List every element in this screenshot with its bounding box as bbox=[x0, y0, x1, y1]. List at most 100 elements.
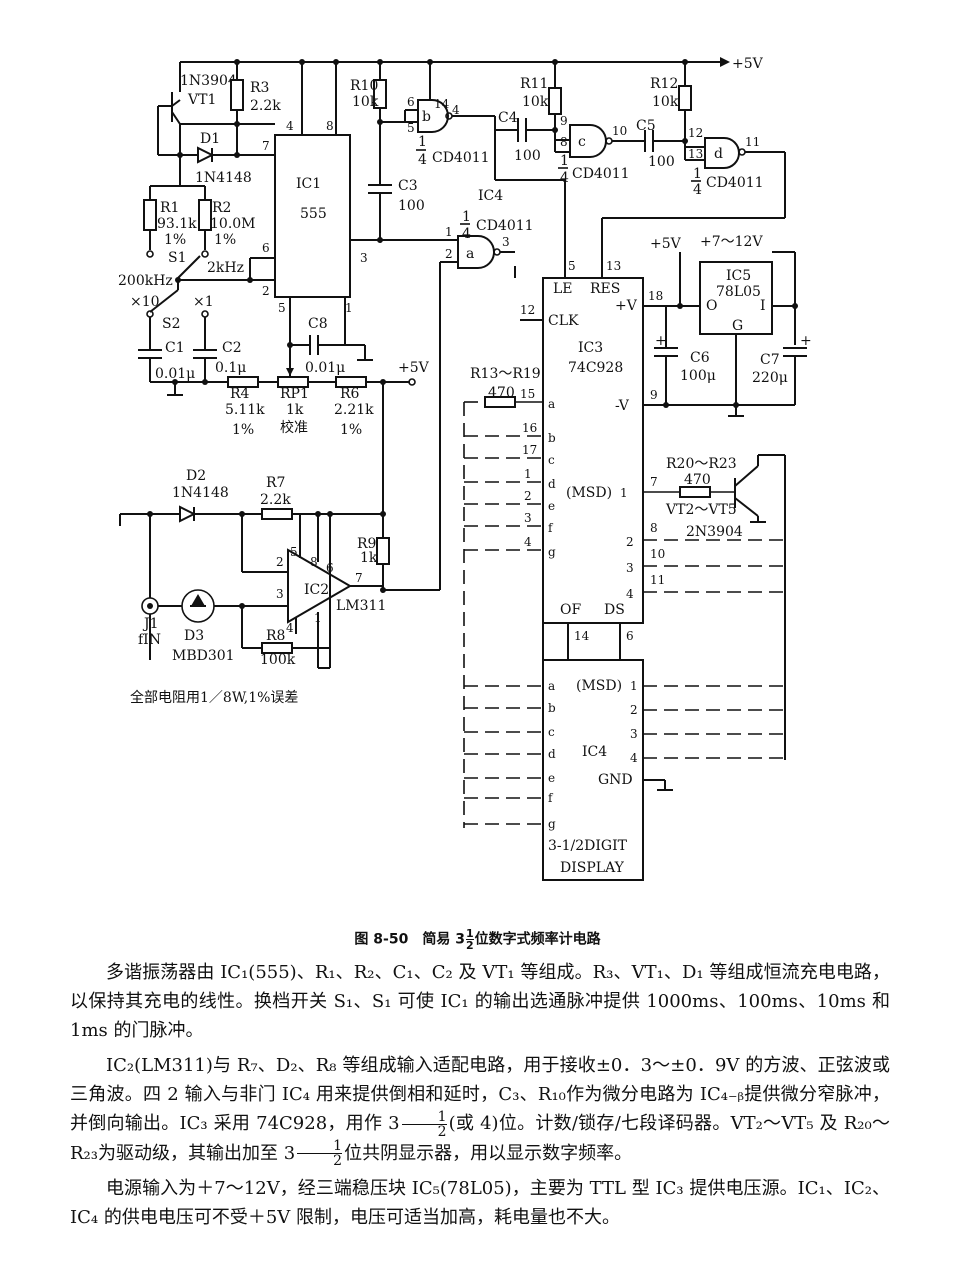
svg-text:13: 13 bbox=[606, 259, 621, 273]
r13-label: R13～R19 bbox=[470, 366, 541, 382]
r6-value: 2.21k bbox=[334, 402, 374, 418]
d2-label: D2 bbox=[186, 468, 206, 484]
paragraph-3: 电源输入为＋7～12V，经三端稳压块 IC₅(78L05)，主要为 TTL 型 … bbox=[70, 1178, 890, 1228]
svg-text:(MSD): (MSD) bbox=[576, 678, 622, 694]
c8-capacitor: C8 0.01μ bbox=[287, 316, 373, 382]
r8-label: R8 bbox=[266, 628, 285, 644]
svg-text:G: G bbox=[732, 318, 743, 334]
svg-text:e: e bbox=[548, 499, 555, 513]
svg-text:a: a bbox=[466, 246, 474, 262]
svg-text:CD4011: CD4011 bbox=[432, 150, 490, 166]
svg-text:+V: +V bbox=[615, 298, 638, 314]
svg-text:4: 4 bbox=[452, 103, 460, 117]
ic1-type: 555 bbox=[300, 206, 327, 222]
svg-text:g: g bbox=[548, 545, 556, 559]
ic3-74c928: LE RES CLK +V -V IC3 74C928 (MSD) OF DS … bbox=[520, 259, 740, 660]
svg-text:4: 4 bbox=[626, 587, 634, 601]
svg-text:1: 1 bbox=[524, 467, 532, 481]
ic5-name: IC5 bbox=[726, 268, 751, 284]
r10-label: R10 bbox=[350, 78, 378, 94]
svg-text:3-1/2DIGIT: 3-1/2DIGIT bbox=[548, 838, 628, 854]
svg-text:6: 6 bbox=[626, 629, 634, 643]
svg-text:f: f bbox=[548, 791, 554, 805]
r2-value: 10.0M bbox=[210, 216, 256, 232]
svg-text:d: d bbox=[548, 477, 556, 491]
svg-text:1: 1 bbox=[445, 225, 453, 239]
ic3-name: IC3 bbox=[578, 340, 603, 356]
r2-label: R2 bbox=[212, 200, 231, 216]
ic4-name: IC4 bbox=[478, 188, 503, 204]
svg-text:2: 2 bbox=[276, 555, 284, 569]
svg-text:2: 2 bbox=[524, 489, 532, 503]
svg-text:LE: LE bbox=[553, 281, 573, 297]
c8-value: 0.01μ bbox=[305, 360, 345, 376]
svg-text:8: 8 bbox=[560, 135, 568, 149]
r1-label: R1 bbox=[160, 200, 179, 216]
c1-label: C1 bbox=[165, 340, 185, 356]
svg-text:5: 5 bbox=[407, 121, 415, 135]
svg-text:10: 10 bbox=[650, 547, 665, 561]
svg-text:d: d bbox=[548, 747, 556, 761]
svg-text:d: d bbox=[714, 146, 723, 162]
svg-text:2: 2 bbox=[445, 247, 453, 261]
r4-label: R4 bbox=[230, 386, 250, 402]
c2-value: 0.1μ bbox=[215, 360, 246, 376]
svg-text:4: 4 bbox=[418, 152, 427, 168]
svg-text:g: g bbox=[548, 817, 556, 831]
svg-text:6: 6 bbox=[326, 561, 334, 575]
c1-value: 0.01μ bbox=[155, 366, 195, 382]
svg-text:15: 15 bbox=[520, 387, 535, 401]
svg-text:14: 14 bbox=[434, 97, 450, 111]
plus5-label-3: +5V bbox=[650, 236, 682, 252]
svg-text:3: 3 bbox=[630, 727, 638, 741]
svg-text:c: c bbox=[548, 453, 555, 467]
body-text: 多谐振荡器由 IC₁(555)、R₁、R₂、C₁、C₂ 及 VT₁ 等组成。R₃… bbox=[70, 958, 890, 1238]
svg-text:7: 7 bbox=[650, 475, 658, 489]
svg-text:DISPLAY: DISPLAY bbox=[560, 860, 625, 876]
display-name: IC4 bbox=[582, 744, 607, 760]
gate-b-section: R10 10k C3 100 b 6 5 14 4 1 4 CD4011 bbox=[350, 62, 510, 240]
vt1-part: 1N3904 bbox=[180, 73, 237, 89]
r12-label: R12 bbox=[650, 76, 678, 92]
svg-text:O: O bbox=[706, 298, 717, 314]
c3-value: 100 bbox=[398, 198, 425, 214]
r11-label: R11 bbox=[520, 76, 548, 92]
ic5-type: 78L05 bbox=[716, 284, 761, 300]
svg-text:4: 4 bbox=[560, 170, 569, 186]
svg-text:11: 11 bbox=[745, 135, 760, 149]
timing-resistors: R1 93.1k 1% R2 10.0M 1% S1 200kHz 2kHz bbox=[118, 185, 275, 289]
c5-value: 100 bbox=[648, 154, 675, 170]
paragraph-1: 多谐振荡器由 IC₁(555)、R₁、R₂、C₁、C₂ 及 VT₁ 等组成。R₃… bbox=[70, 962, 890, 1041]
svg-text:7: 7 bbox=[262, 139, 270, 153]
divider-chain: +5V R4 5.11k 1% RP1 1k 校准 R6 2.21k 1% bbox=[225, 360, 430, 438]
svg-text:3: 3 bbox=[626, 561, 634, 575]
ic2-type: LM311 bbox=[336, 598, 386, 614]
vt1-label: VT1 bbox=[187, 92, 216, 108]
rp1-label: RP1 bbox=[280, 386, 309, 402]
c6-value: 100μ bbox=[680, 368, 716, 384]
svg-text:4: 4 bbox=[286, 621, 294, 635]
gate-d-section: C5 100 R12 10k d 12 13 11 1 4 CD4011 bbox=[601, 62, 786, 278]
svg-text:13: 13 bbox=[688, 147, 703, 161]
svg-text:18: 18 bbox=[648, 289, 663, 303]
rp1-note: 校准 bbox=[280, 419, 308, 436]
svg-text:9: 9 bbox=[650, 388, 658, 402]
svg-text:1: 1 bbox=[345, 301, 353, 315]
svg-text:4: 4 bbox=[524, 535, 532, 549]
display-module: (MSD) IC4 GND 3-1/2DIGIT DISPLAY a b c d… bbox=[464, 623, 785, 881]
x1-label: ×1 bbox=[193, 294, 214, 310]
svg-text:3: 3 bbox=[502, 235, 510, 249]
svg-text:1: 1 bbox=[693, 166, 702, 182]
svg-text:10: 10 bbox=[612, 124, 627, 138]
svg-text:5: 5 bbox=[568, 259, 576, 273]
svg-text:+: + bbox=[655, 333, 667, 349]
svg-text:5: 5 bbox=[290, 545, 298, 559]
d3-part: MBD301 bbox=[172, 648, 235, 664]
r6-tol: 1% bbox=[340, 422, 362, 438]
c5-label: C5 bbox=[636, 118, 656, 134]
c4-label: C4 bbox=[498, 110, 518, 126]
r10-value: 10k bbox=[352, 94, 379, 110]
svg-text:b: b bbox=[548, 701, 556, 715]
r4-value: 5.11k bbox=[225, 402, 265, 418]
